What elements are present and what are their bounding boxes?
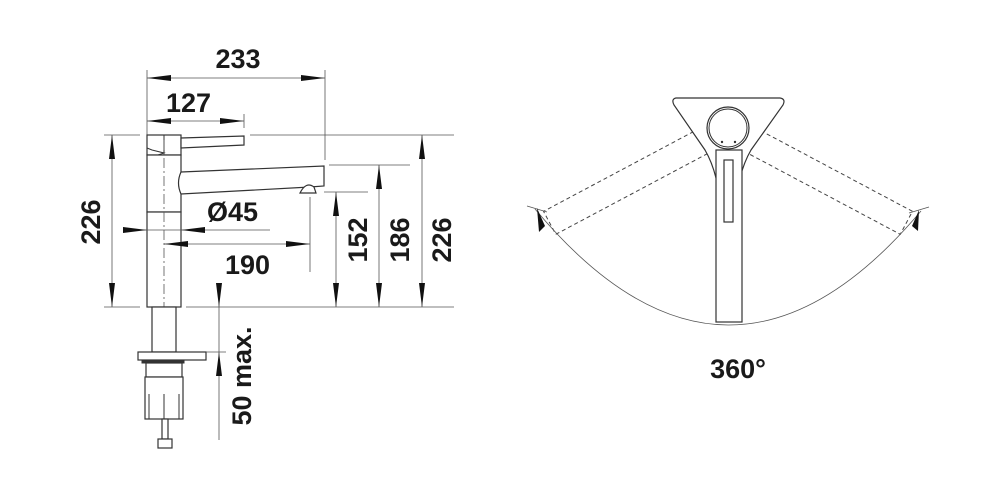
dim-max-counter-thickness: 50 max. [227,326,257,425]
dim-outlet-height: 152 [343,217,373,262]
dim-body-diameter: Ø45 [207,197,258,227]
dim-overall-reach: 233 [215,44,260,74]
dim-lever-reach: 127 [166,88,211,118]
side-view: 226 Ø45 190 152 186 226 50 max. 233 [76,44,457,449]
swivel-angle-label: 360° [710,354,766,384]
top-view: 360° [526,97,930,384]
dim-spout-top-height: 186 [385,217,415,262]
dim-spout-reach: 190 [225,250,270,280]
dim-total-height: 226 [427,217,457,262]
dim-body-height: 226 [76,199,106,244]
